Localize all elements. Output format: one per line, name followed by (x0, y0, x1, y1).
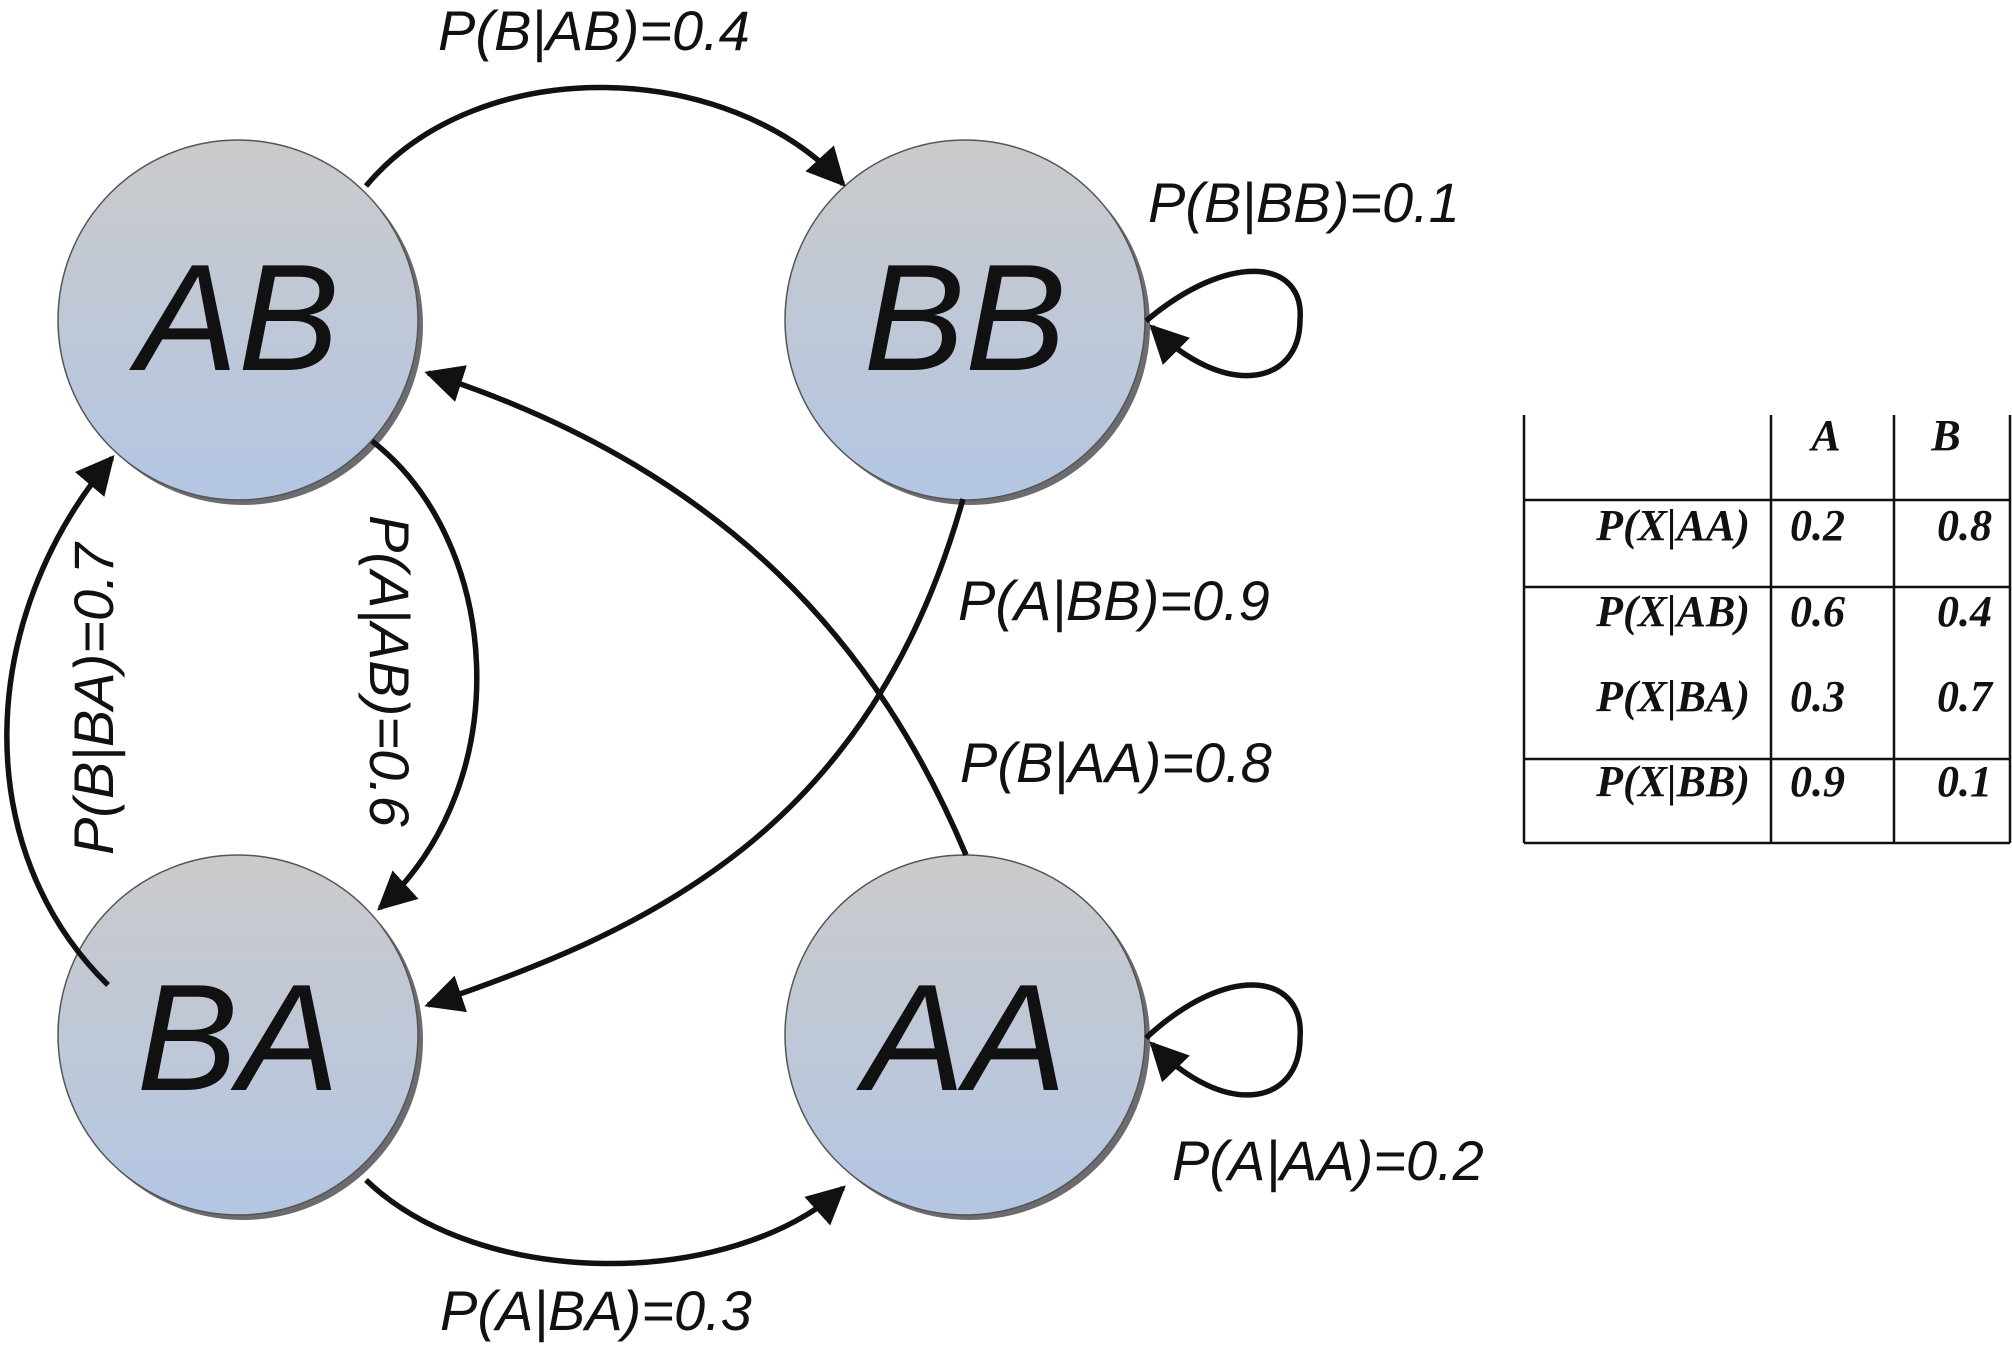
state-label-aa: AA (856, 953, 1067, 1123)
edge-label-ab-to-bb: P(B|AB)=0.4 (438, 0, 750, 63)
edge-bb-self-loop (1144, 268, 1303, 379)
edge-label-aa-to-ab: P(B|AA)=0.8 (960, 731, 1272, 795)
edge-ab-to-bb (363, 84, 846, 188)
state-node-ab: AB (57, 139, 423, 505)
edge-label-bb-self: P(B|BB)=0.1 (1148, 171, 1460, 235)
edge-aa-self-loop (1144, 982, 1303, 1098)
edge-label-ba-to-ab: P(B|BA)=0.7 (62, 541, 126, 855)
state-label-bb: BB (864, 233, 1067, 403)
edge-aa-to-ab (424, 365, 969, 857)
edge-label-aa-self: P(A|AA)=0.2 (1172, 1129, 1484, 1193)
table-row-label: P(X|AB) (1595, 587, 1750, 636)
emission-table: A B P(X|AA) 0.2 0.8 P(X|AB) 0.6 0.4 P(X|… (1522, 411, 2012, 845)
table-row-label: P(X|AA) (1595, 501, 1750, 550)
table-row-label: P(X|BB) (1595, 757, 1750, 806)
table-cell: 0.6 (1790, 587, 1845, 636)
edge-label-ab-to-ba: P(A|AB)=0.6 (357, 515, 421, 828)
table-cell: 0.9 (1790, 757, 1845, 806)
edge-label-bb-to-ba: P(A|BB)=0.9 (958, 569, 1270, 633)
table-cell: 0.1 (1937, 757, 1992, 806)
table-cell: 0.3 (1790, 672, 1845, 721)
edge-bb-to-ba (424, 498, 966, 1013)
table-cell: 0.7 (1937, 672, 1994, 721)
state-label-ba: BA (137, 953, 340, 1123)
table-cell: 0.2 (1790, 501, 1845, 550)
state-node-ba: BA (57, 854, 423, 1220)
state-node-bb: BB (784, 139, 1150, 505)
table-row-label: P(X|BA) (1595, 672, 1750, 721)
edge-label-ba-to-aa: P(A|BA)=0.3 (440, 1279, 752, 1343)
table-header-b: B (1930, 411, 1960, 460)
table-cell: 0.8 (1937, 501, 1992, 550)
table-cell: 0.4 (1937, 587, 1992, 636)
table-header-a: A (1808, 411, 1840, 460)
state-node-aa: AA (784, 854, 1150, 1220)
state-label-ab: AB (129, 233, 340, 403)
edge-ba-to-aa (364, 1178, 846, 1267)
edge-ab-to-ba (370, 438, 480, 911)
edge-ba-to-ab (4, 455, 115, 987)
